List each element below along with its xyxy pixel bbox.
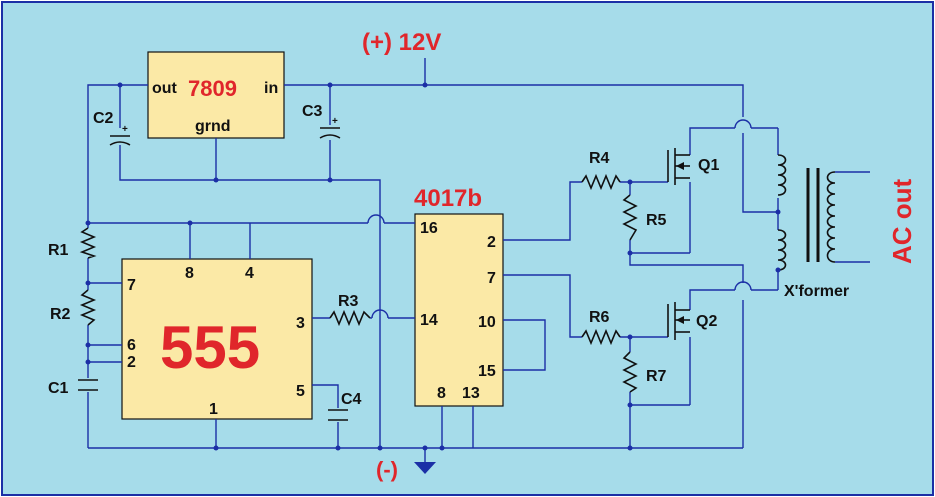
resistor-r5 (622, 194, 638, 241)
wires (87, 58, 870, 462)
timer-pin-1: 1 (209, 401, 218, 418)
capacitor-c1 (78, 379, 98, 391)
counter-pin-16: 16 (420, 220, 438, 237)
supply-negative-label: (-) (376, 457, 398, 482)
ground-symbol (414, 462, 436, 474)
label-c4: C4 (341, 391, 362, 408)
counter-pin-10: 10 (478, 314, 496, 331)
timer-555 (121, 258, 313, 420)
label-q1: Q1 (698, 157, 719, 174)
label-c3: C3 (302, 103, 323, 120)
supply-positive-label: (+) 12V (362, 29, 441, 56)
regulator-name: 7809 (188, 76, 237, 101)
transformer (777, 154, 836, 271)
counter-pin-13: 13 (462, 385, 480, 402)
capacitor-c2: + (109, 124, 131, 146)
counter-pin-8: 8 (437, 385, 446, 402)
label-r6: R6 (589, 309, 610, 326)
timer-pin-6: 6 (127, 337, 136, 354)
junctions (85, 82, 781, 451)
counter-4017b (414, 213, 504, 407)
label-r1: R1 (48, 242, 69, 259)
timer-pin-4: 4 (245, 265, 254, 282)
timer-pin-7: 7 (127, 277, 136, 294)
counter-pin-14: 14 (420, 312, 438, 329)
resistor-r1 (79, 227, 97, 259)
timer-name: 555 (160, 314, 260, 381)
timer-pin-2: 2 (127, 354, 136, 371)
resistor-r2 (79, 289, 97, 326)
resistor-r7 (622, 351, 638, 393)
label-r3: R3 (338, 293, 359, 310)
regulator-out-label: out (152, 80, 178, 97)
label-r2: R2 (50, 306, 71, 323)
timer-pin-3: 3 (296, 315, 305, 332)
label-q2: Q2 (696, 313, 717, 330)
label-c2: C2 (93, 110, 114, 127)
label-r4: R4 (589, 150, 610, 167)
timer-pin-8: 8 (185, 265, 194, 282)
timer-pin-5: 5 (296, 383, 305, 400)
transformer-label: X'former (784, 283, 849, 300)
mosfet-q2 (667, 302, 690, 340)
counter-name: 4017b (414, 185, 482, 212)
svg-text:+: + (122, 124, 128, 135)
resistor-r6 (581, 328, 621, 346)
ac-out-label: AC out (887, 178, 917, 264)
resistor-r4 (581, 173, 621, 191)
label-r5: R5 (646, 212, 667, 229)
capacitor-c3: + (319, 116, 341, 139)
capacitor-c4 (328, 409, 348, 421)
counter-pin-2: 2 (487, 234, 496, 251)
resistor-r3 (329, 309, 371, 327)
regulator-7809 (147, 51, 285, 139)
svg-text:+: + (332, 116, 338, 127)
counter-pin-7: 7 (487, 270, 496, 287)
mosfet-q1 (667, 148, 690, 185)
label-r7: R7 (646, 368, 667, 385)
regulator-ground-label: grnd (195, 118, 231, 135)
label-c1: C1 (48, 380, 69, 397)
counter-pin-15: 15 (478, 363, 496, 380)
regulator-in-label: in (264, 80, 278, 97)
